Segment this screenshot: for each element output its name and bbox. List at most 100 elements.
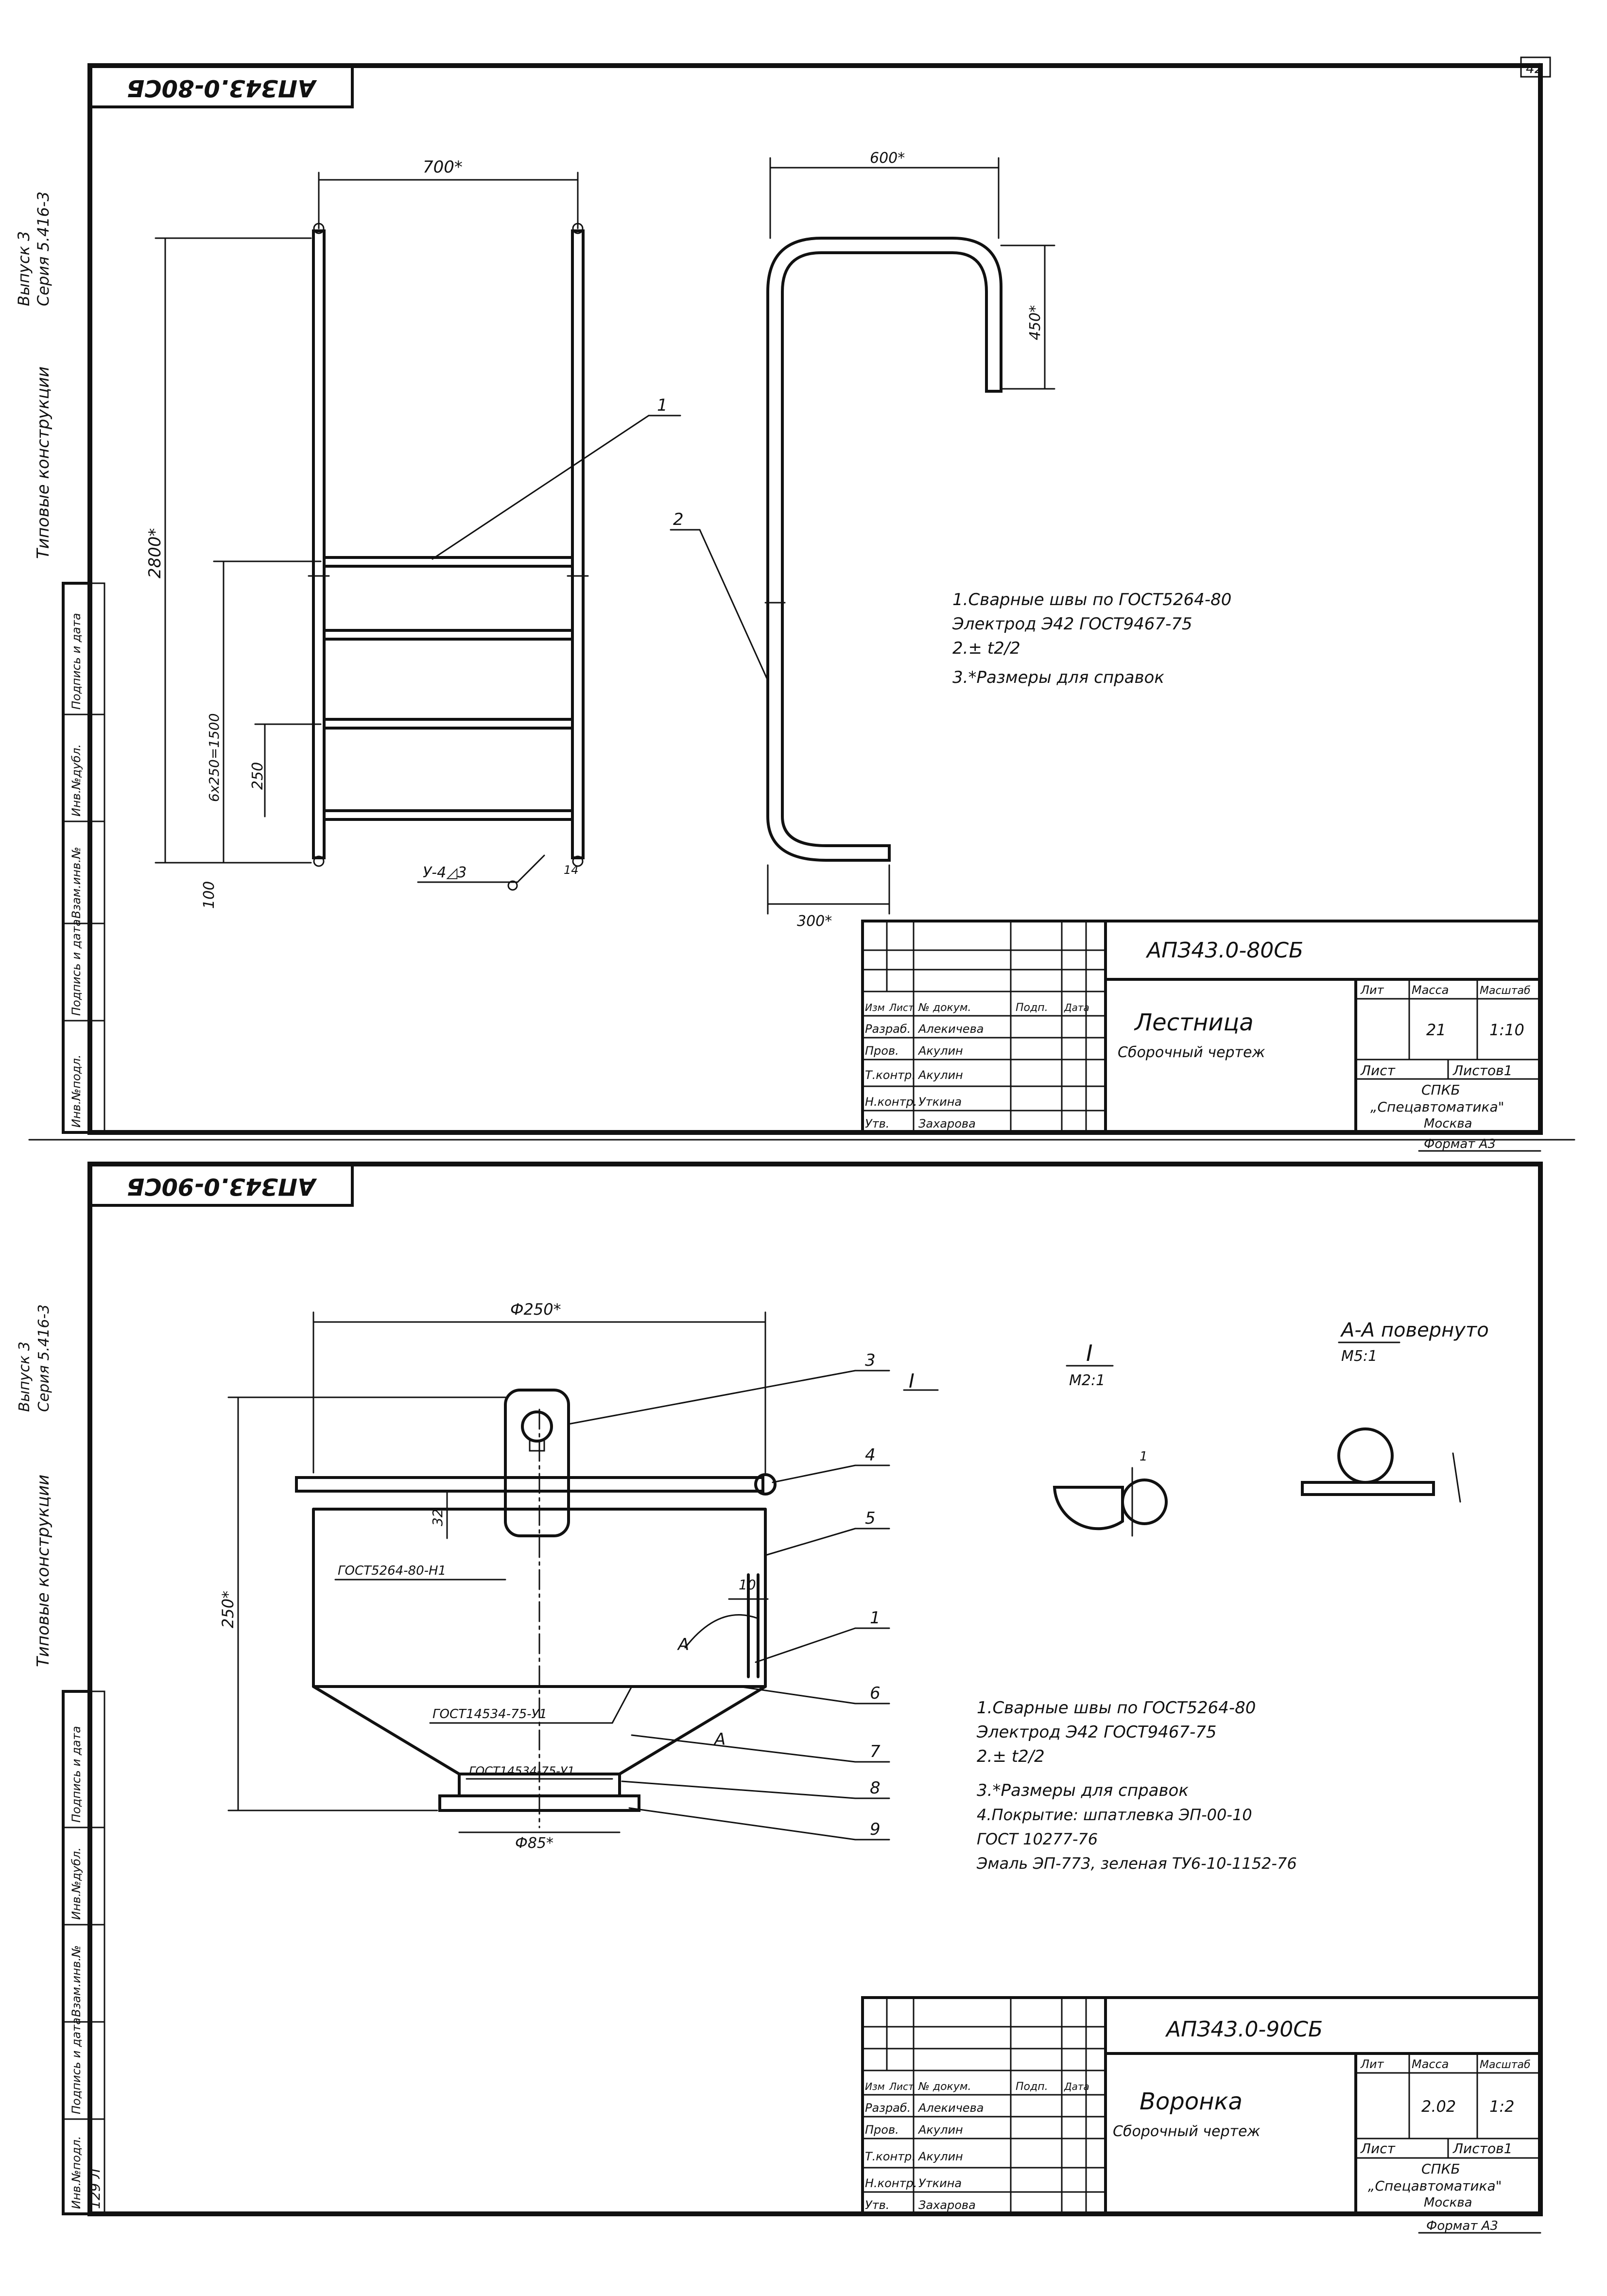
- tb-mass-head: Масса: [1412, 983, 1449, 997]
- tb2-name: Воронка: [1140, 2088, 1243, 2115]
- section-view-aa: А-А повернуто М5:1: [1301, 1319, 1489, 1503]
- dim-height: 2800*: [145, 528, 165, 578]
- f-note-3: 3.*Размеры для справок: [977, 1781, 1189, 1800]
- tb2-org1: СПКБ: [1421, 2161, 1460, 2177]
- weld-label-1: ГОСТ5264-80-Н1: [338, 1564, 446, 1578]
- person-4: Захарова: [918, 1117, 976, 1131]
- leader-2: 2: [673, 510, 684, 529]
- series-label: Серия 5.416-3: [34, 191, 52, 306]
- dim-450: 450*: [1027, 305, 1044, 340]
- dim-rung-spacing: 6x250=1500: [206, 713, 222, 802]
- sig2-head-date: Дата: [1064, 2081, 1089, 2092]
- person-0: Алекичева: [917, 1022, 984, 1036]
- leader-3: 3: [865, 1351, 876, 1370]
- margin-label-sign2-2: Подпись и дата: [69, 1726, 83, 1823]
- sig2-head-list: Лист: [889, 2081, 915, 2092]
- margin-label-inv-2: Инв.№подл.: [69, 2136, 83, 2209]
- role2-2: Т.контр.: [865, 2150, 916, 2163]
- role-1: Пров.: [865, 1044, 899, 1058]
- weld-label-2: ГОСТ14534-75-У1: [432, 1707, 547, 1722]
- tb2-sheet: Лист: [1360, 2140, 1396, 2157]
- margin-label-dubl: Инв.№дубл.: [69, 744, 83, 817]
- f-note-4: 4.Покрытие: шпатлевка ЭП-00-10: [977, 1806, 1252, 1824]
- sig2-head-sign: Подп.: [1016, 2081, 1048, 2093]
- code-stamp-2: АПЗ43.0-90СБ: [127, 1173, 317, 1200]
- person2-1: Акулин: [917, 2123, 963, 2137]
- tb-lit: Лит: [1360, 983, 1384, 997]
- funnel-view: [295, 1389, 777, 1828]
- leader-5: 5: [865, 1509, 876, 1528]
- leader-1b: 1: [870, 1608, 881, 1628]
- sig2-head-izm: Изм: [865, 2081, 885, 2092]
- leader-9: 9: [870, 1820, 881, 1839]
- leader-1: 1: [657, 396, 668, 415]
- leader-8: 8: [870, 1778, 881, 1798]
- role2-1: Пров.: [865, 2123, 899, 2137]
- tb-doctype: Сборочный чертеж: [1118, 1044, 1265, 1061]
- tb2-mass: 2.02: [1421, 2097, 1456, 2116]
- detail-view-1: I М2:1 1: [1053, 1340, 1168, 1537]
- tb2-org2: „Спецавтоматика": [1368, 2178, 1502, 2194]
- code-stamp: АПЗ43.0-80СБ: [127, 74, 317, 102]
- tb2-doctype: Сборочный чертеж: [1113, 2123, 1260, 2140]
- note-1b: Электрод Э42 ГОСТ9467-75: [952, 614, 1192, 634]
- f-note-2: 2.± t2/2: [977, 1747, 1045, 1766]
- weld-mark: У-4◿3: [423, 864, 467, 881]
- dim-phi250: Ф250*: [510, 1300, 561, 1319]
- tb-designation: АПЗ43.0-80СБ: [1145, 938, 1303, 963]
- section-label: Типовые конструкции: [34, 366, 53, 559]
- title-block-ladder: Изм Лист № докум. Подп. Дата Разраб. Але…: [861, 920, 1542, 1134]
- person2-4: Захарова: [918, 2198, 976, 2212]
- inv-number: 129 Л: [87, 2169, 103, 2209]
- role2-4: Утв.: [865, 2198, 889, 2212]
- tb2-sheets: Листов1: [1452, 2140, 1512, 2157]
- format-label-2: Формат А3: [1426, 2219, 1498, 2233]
- role-4: Утв.: [865, 1117, 889, 1131]
- ladder-notes: 1.Сварные швы по ГОСТ5264-80 Электрод Э4…: [952, 590, 1231, 687]
- sheet-frame: [87, 63, 1543, 1135]
- issue-label-2: Выпуск 3: [16, 1341, 33, 1412]
- leader-4: 4: [865, 1445, 876, 1465]
- tb2-scale-head: Масштаб: [1480, 2059, 1531, 2071]
- role-2: Т.контр.: [865, 1068, 916, 1082]
- role2-3: Н.контр.: [865, 2176, 917, 2190]
- detail-scale: М2:1: [1069, 1372, 1105, 1389]
- margin-label-dubl-2: Инв.№дубл.: [69, 1847, 83, 1920]
- ladder-front-view: [308, 223, 589, 867]
- weld-label-3: ГОСТ14534-75-У1: [469, 1764, 575, 1778]
- tb-scale: 1:10: [1489, 1021, 1524, 1039]
- dim-10: 10: [739, 1577, 756, 1593]
- tb-sheets: Листов1: [1452, 1062, 1512, 1078]
- ladder-side-view: [764, 237, 1002, 862]
- leader-6: 6: [870, 1684, 881, 1703]
- sheet-frame-2: [87, 1162, 1543, 2216]
- sig2-head-doc: № докум.: [918, 2081, 971, 2093]
- margin-label-vzam: Взам.инв.№: [69, 847, 83, 919]
- code-stamp-box: [88, 64, 354, 108]
- dim-250: 250: [249, 762, 266, 790]
- tb2-mass-head: Масса: [1412, 2057, 1449, 2071]
- person2-0: Алекичева: [917, 2101, 984, 2115]
- f-note-1b: Электрод Э42 ГОСТ9467-75: [976, 1722, 1217, 1742]
- issue-label: Выпуск 3: [15, 231, 33, 306]
- role-0: Разраб.: [865, 1022, 911, 1036]
- margin-stamp-2: Инв.№подл. Подпись и дата Взам.инв.№ Инв…: [62, 1690, 105, 2215]
- f-note-1: 1.Сварные швы по ГОСТ5264-80: [977, 1698, 1256, 1718]
- ladder-dimensions: 700* 2800* 6x250=1500 250 100: [145, 157, 579, 909]
- tb-city: Москва: [1424, 1116, 1472, 1131]
- tb2-lit: Лит: [1360, 2057, 1384, 2071]
- note-3: 3.*Размеры для справок: [952, 668, 1164, 687]
- tb-sheet: Лист: [1360, 1062, 1396, 1078]
- margin-label-vzam-2: Взам.инв.№: [69, 1945, 83, 2017]
- funnel-notes: 1.Сварные швы по ГОСТ5264-80 Электрод Э4…: [976, 1698, 1297, 1873]
- tb-scale-head: Масштаб: [1480, 985, 1531, 997]
- section-aa-scale: М5:1: [1341, 1348, 1377, 1365]
- sig-head-izm: Изм: [865, 1002, 885, 1013]
- sheet-funnel: АПЗ43.0-90СБ Типовые конструкции Серия 5…: [16, 1162, 1543, 2234]
- tb-mass: 21: [1426, 1021, 1446, 1039]
- detail-title: I: [1086, 1340, 1093, 1366]
- note-1: 1.Сварные швы по ГОСТ5264-80: [952, 590, 1231, 609]
- sig-head-date: Дата: [1064, 1002, 1089, 1013]
- sig-head-sign: Подп.: [1016, 1002, 1048, 1014]
- person-1: Акулин: [917, 1044, 963, 1058]
